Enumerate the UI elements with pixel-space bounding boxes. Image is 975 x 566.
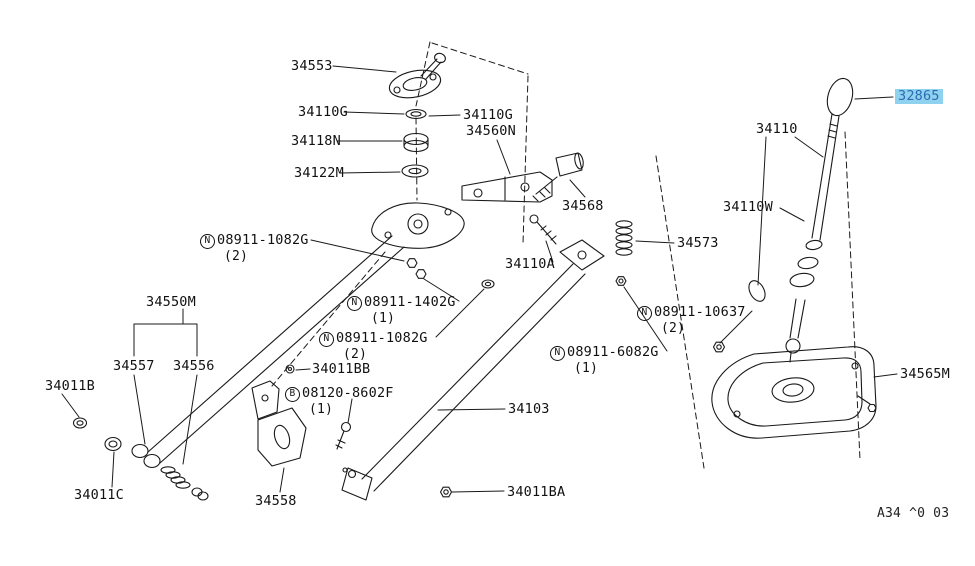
bracket-34558 — [251, 364, 352, 467]
part-label-34110[interactable]: 34110 — [756, 121, 798, 137]
part-label-34011b[interactable]: 34011B — [45, 378, 95, 394]
part-label-32865-highlighted[interactable]: 32865 — [895, 89, 943, 104]
part-number-text: 08911-1082G — [217, 232, 309, 248]
footer-code: A34 ^0 03 — [877, 506, 950, 521]
part-label-34011c[interactable]: 34011C — [74, 487, 124, 503]
shifter-base-34553 — [388, 52, 446, 99]
part-number-text: 08911-1402G — [364, 294, 456, 310]
part-number-text: 08120-8602F — [302, 385, 394, 401]
qty-label: (2) — [343, 347, 368, 362]
part-label-34556[interactable]: 34556 — [173, 358, 215, 374]
part-label-34011bb[interactable]: 34011BB — [312, 361, 371, 377]
qty-label: (1) — [574, 361, 599, 376]
switch-34568 — [532, 152, 584, 202]
qty-label: (1) — [371, 311, 396, 326]
part-number-text: 08911-1082G — [336, 330, 428, 346]
mount-plate — [371, 202, 465, 268]
part-label-34110a[interactable]: 34110A — [505, 256, 555, 272]
part-label-34553[interactable]: 34553 — [291, 58, 333, 74]
base-plate-34565m — [711, 341, 877, 439]
washer-stack — [401, 108, 429, 178]
part-label-34118n[interactable]: 34118N — [291, 133, 341, 149]
part-label-34550m[interactable]: 34550M — [146, 294, 196, 310]
shift-lever-34110 — [748, 77, 854, 363]
part-label-34557[interactable]: 34557 — [113, 358, 155, 374]
part-number-text: 08911-10637 — [654, 304, 746, 320]
qty-label: (2) — [661, 321, 686, 336]
part-label-34558[interactable]: 34558 — [255, 493, 297, 509]
circled-n-icon: N — [319, 332, 334, 347]
leader-lines — [61, 65, 898, 493]
part-label-34573[interactable]: 34573 — [677, 235, 719, 251]
part-label-34560n[interactable]: 34560N — [466, 123, 516, 139]
circled-n-icon: N — [637, 306, 652, 321]
part-label-34011ba[interactable]: 34011BA — [507, 484, 566, 500]
qty-label: (1) — [309, 402, 334, 417]
part-number-text: 08911-6082G — [567, 344, 659, 360]
circled-b-icon: B — [285, 387, 300, 402]
circled-n-icon: N — [347, 296, 362, 311]
part-label-34568[interactable]: 34568 — [562, 198, 604, 214]
control-rod-34103 — [341, 214, 605, 501]
support-rod-34550m — [72, 235, 405, 501]
part-label-34122m[interactable]: 34122M — [294, 165, 344, 181]
part-label-34110g-b[interactable]: 34110G — [463, 107, 513, 123]
circled-n-icon: N — [550, 346, 565, 361]
part-label-34110w[interactable]: 34110W — [723, 199, 773, 215]
bracket-34560n — [461, 171, 553, 203]
circled-n-icon: N — [200, 234, 215, 249]
part-label-34565m[interactable]: 34565M — [900, 366, 950, 382]
spring-34573 — [615, 220, 633, 286]
qty-label: (2) — [224, 249, 249, 264]
part-label-34103[interactable]: 34103 — [508, 401, 550, 417]
construction-lines — [271, 41, 861, 469]
part-label-34110g-a[interactable]: 34110G — [298, 104, 348, 120]
